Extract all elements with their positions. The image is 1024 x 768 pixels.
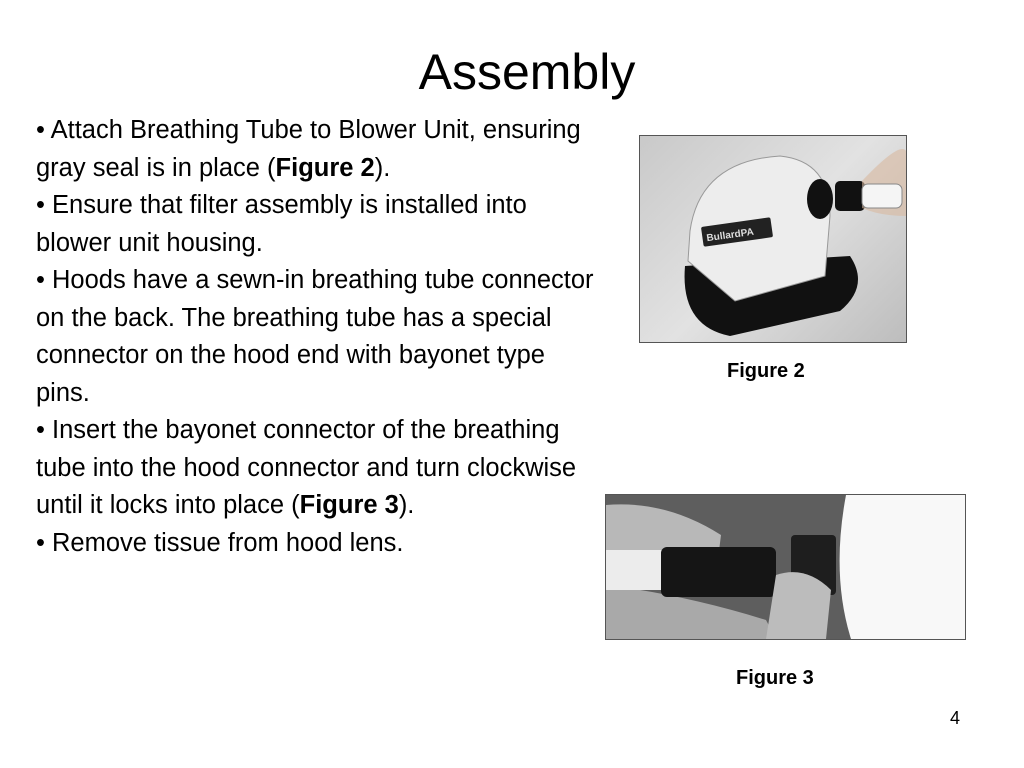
figure-2-caption: Figure 2 [727,360,805,382]
figure-3-photo-bayonet-connector [605,494,966,640]
bullet-item: • Insert the bayonet connector of the br… [36,416,577,519]
bullet-list: • Attach Breathing Tube to Blower Unit, … [36,112,596,562]
bullet-item: • Ensure that filter assembly is install… [36,191,527,257]
figure-3-caption: Figure 3 [736,667,814,689]
page-number: 4 [950,708,961,728]
figure-2-photo-blower-unit: BullardPA [639,135,907,343]
bullet-item: • Remove tissue from hood lens. [36,528,404,557]
blower-unit-illustration: BullardPA [684,149,906,336]
connector-illustration [606,495,965,639]
bullet-item: • Attach Breathing Tube to Blower Unit, … [36,116,581,182]
slide-title: Assembly [418,44,636,100]
bullet-item: • Hoods have a sewn-in breathing tube co… [36,266,594,407]
